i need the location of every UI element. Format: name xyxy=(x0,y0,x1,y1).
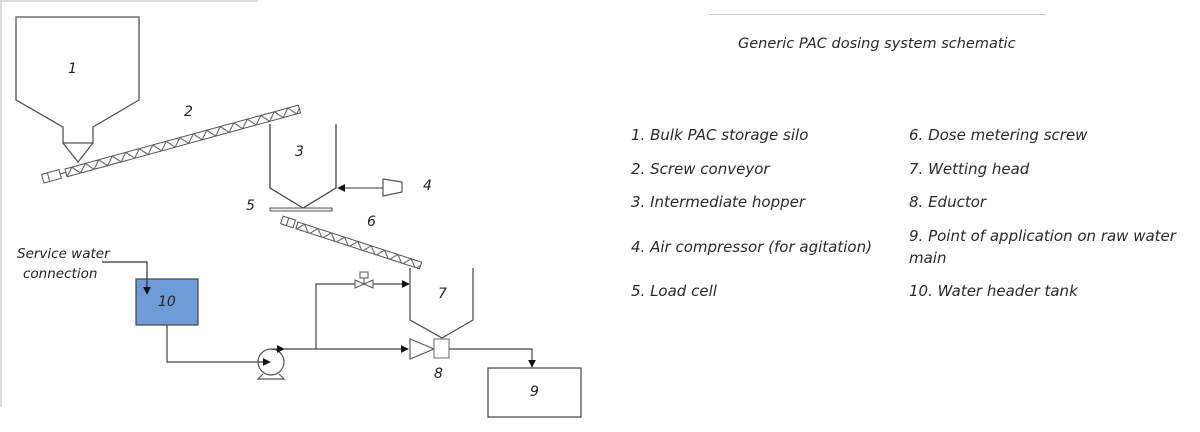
pipe-bypass-to-wetting-head xyxy=(315,280,410,349)
compressor-label: 4 xyxy=(423,178,432,194)
service-water-label-line2: connection xyxy=(23,266,97,282)
eductor-label: 8 xyxy=(434,366,443,382)
load-cell-label: 5 xyxy=(246,198,255,214)
legend-item: 7. Wetting head xyxy=(909,160,1030,178)
eductor: 8 xyxy=(409,338,450,382)
application-label: 9 xyxy=(530,384,539,400)
legend-item: 10. Water header tank xyxy=(909,282,1078,300)
valve-icon xyxy=(354,271,374,289)
screw-conveyor: 2 xyxy=(40,104,302,184)
legend-item: 5. Load cell xyxy=(631,282,717,300)
load-cell: 5 xyxy=(246,198,333,214)
bulk-pac-silo: 1 xyxy=(15,16,140,164)
pac-dosing-schematic: 1 2 3 5 4 6 7 xyxy=(0,0,582,418)
intermediate-hopper: 3 xyxy=(269,124,337,209)
metering-screw-label: 6 xyxy=(367,214,376,230)
hopper-label: 3 xyxy=(295,144,304,160)
legend-item: 8. Eductor xyxy=(909,193,987,211)
pump-icon xyxy=(256,345,286,380)
legend-item: 4. Air compressor (for agitation) xyxy=(631,238,872,256)
tank-label: 10 xyxy=(158,294,176,310)
conveyor-label: 2 xyxy=(184,104,193,120)
legend-item: 3. Intermediate hopper xyxy=(631,193,806,211)
service-water-label-line1: Service water xyxy=(17,246,111,262)
pipe-eductor-to-application xyxy=(449,348,536,368)
legend-item: 6. Dose metering screw xyxy=(909,126,1088,144)
service-water-connection: Service water connection xyxy=(17,246,151,295)
legend-item: 2. Screw conveyor xyxy=(631,160,770,178)
pipe-tank-to-pump xyxy=(166,325,271,366)
legend-item: 1. Bulk PAC storage silo xyxy=(631,126,809,144)
schematic-title: Generic PAC dosing system schematic xyxy=(738,36,1016,52)
legend-item: 9. Point of application on raw water mai… xyxy=(909,227,1176,267)
wetting-head-label: 7 xyxy=(438,286,447,302)
wetting-head: 7 xyxy=(409,268,474,339)
point-of-application: 9 xyxy=(487,367,582,418)
water-header-tank: 10 xyxy=(135,278,199,326)
page-border xyxy=(0,0,258,407)
title-divider xyxy=(710,14,1046,15)
dose-metering-screw: 6 xyxy=(279,214,423,270)
air-compressor: 4 xyxy=(337,178,432,197)
silo-label: 1 xyxy=(68,61,77,77)
